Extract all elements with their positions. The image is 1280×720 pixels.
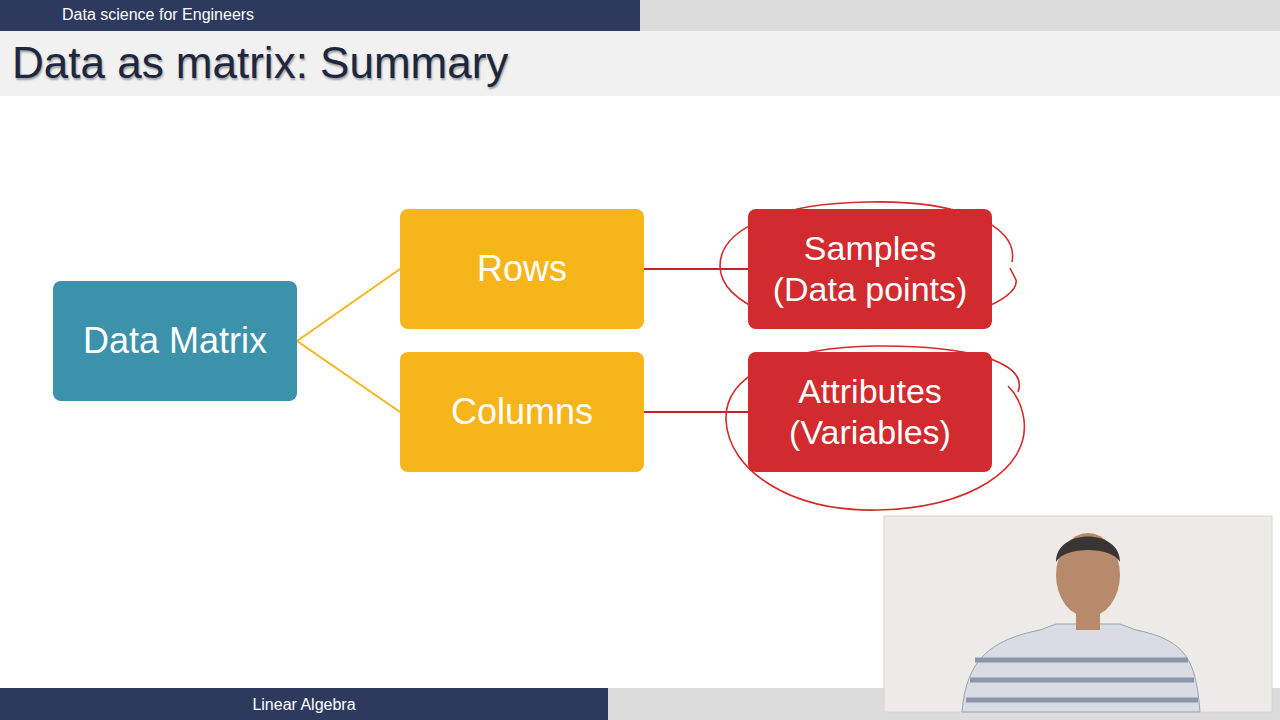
connector-line [297, 269, 400, 341]
hand-drawn-ellipse [726, 346, 1024, 510]
title-band [0, 31, 1280, 96]
meaning-box: Attributes (Variables) [748, 352, 992, 472]
connector-line [644, 268, 748, 270]
header-band [0, 0, 1280, 31]
meaning-box: Samples (Data points) [748, 209, 992, 329]
presenter-body [962, 624, 1200, 712]
presenter-video [884, 516, 1272, 712]
footer-bar [0, 688, 608, 720]
box-label: Samples (Data points) [762, 228, 978, 310]
slide-title: Data as matrix: Summary [12, 38, 508, 88]
box-label: Attributes (Variables) [762, 371, 978, 453]
video-frame [884, 516, 1272, 712]
presenter-hair [1056, 537, 1120, 563]
header-bar [0, 0, 640, 31]
box-label: Data Matrix [83, 319, 267, 362]
branch-box: Rows [400, 209, 644, 329]
presenter-head [1056, 533, 1120, 617]
shirt-stripes [966, 660, 1198, 700]
topic-name: Linear Algebra [0, 696, 608, 714]
root-box: Data Matrix [53, 281, 297, 401]
box-label: Columns [451, 390, 593, 433]
box-label: Rows [477, 247, 567, 290]
connector-line [644, 411, 748, 413]
hand-drawn-ellipse [720, 202, 1016, 328]
course-name: Data science for Engineers [62, 6, 254, 24]
connector-line [297, 341, 400, 412]
branch-box: Columns [400, 352, 644, 472]
